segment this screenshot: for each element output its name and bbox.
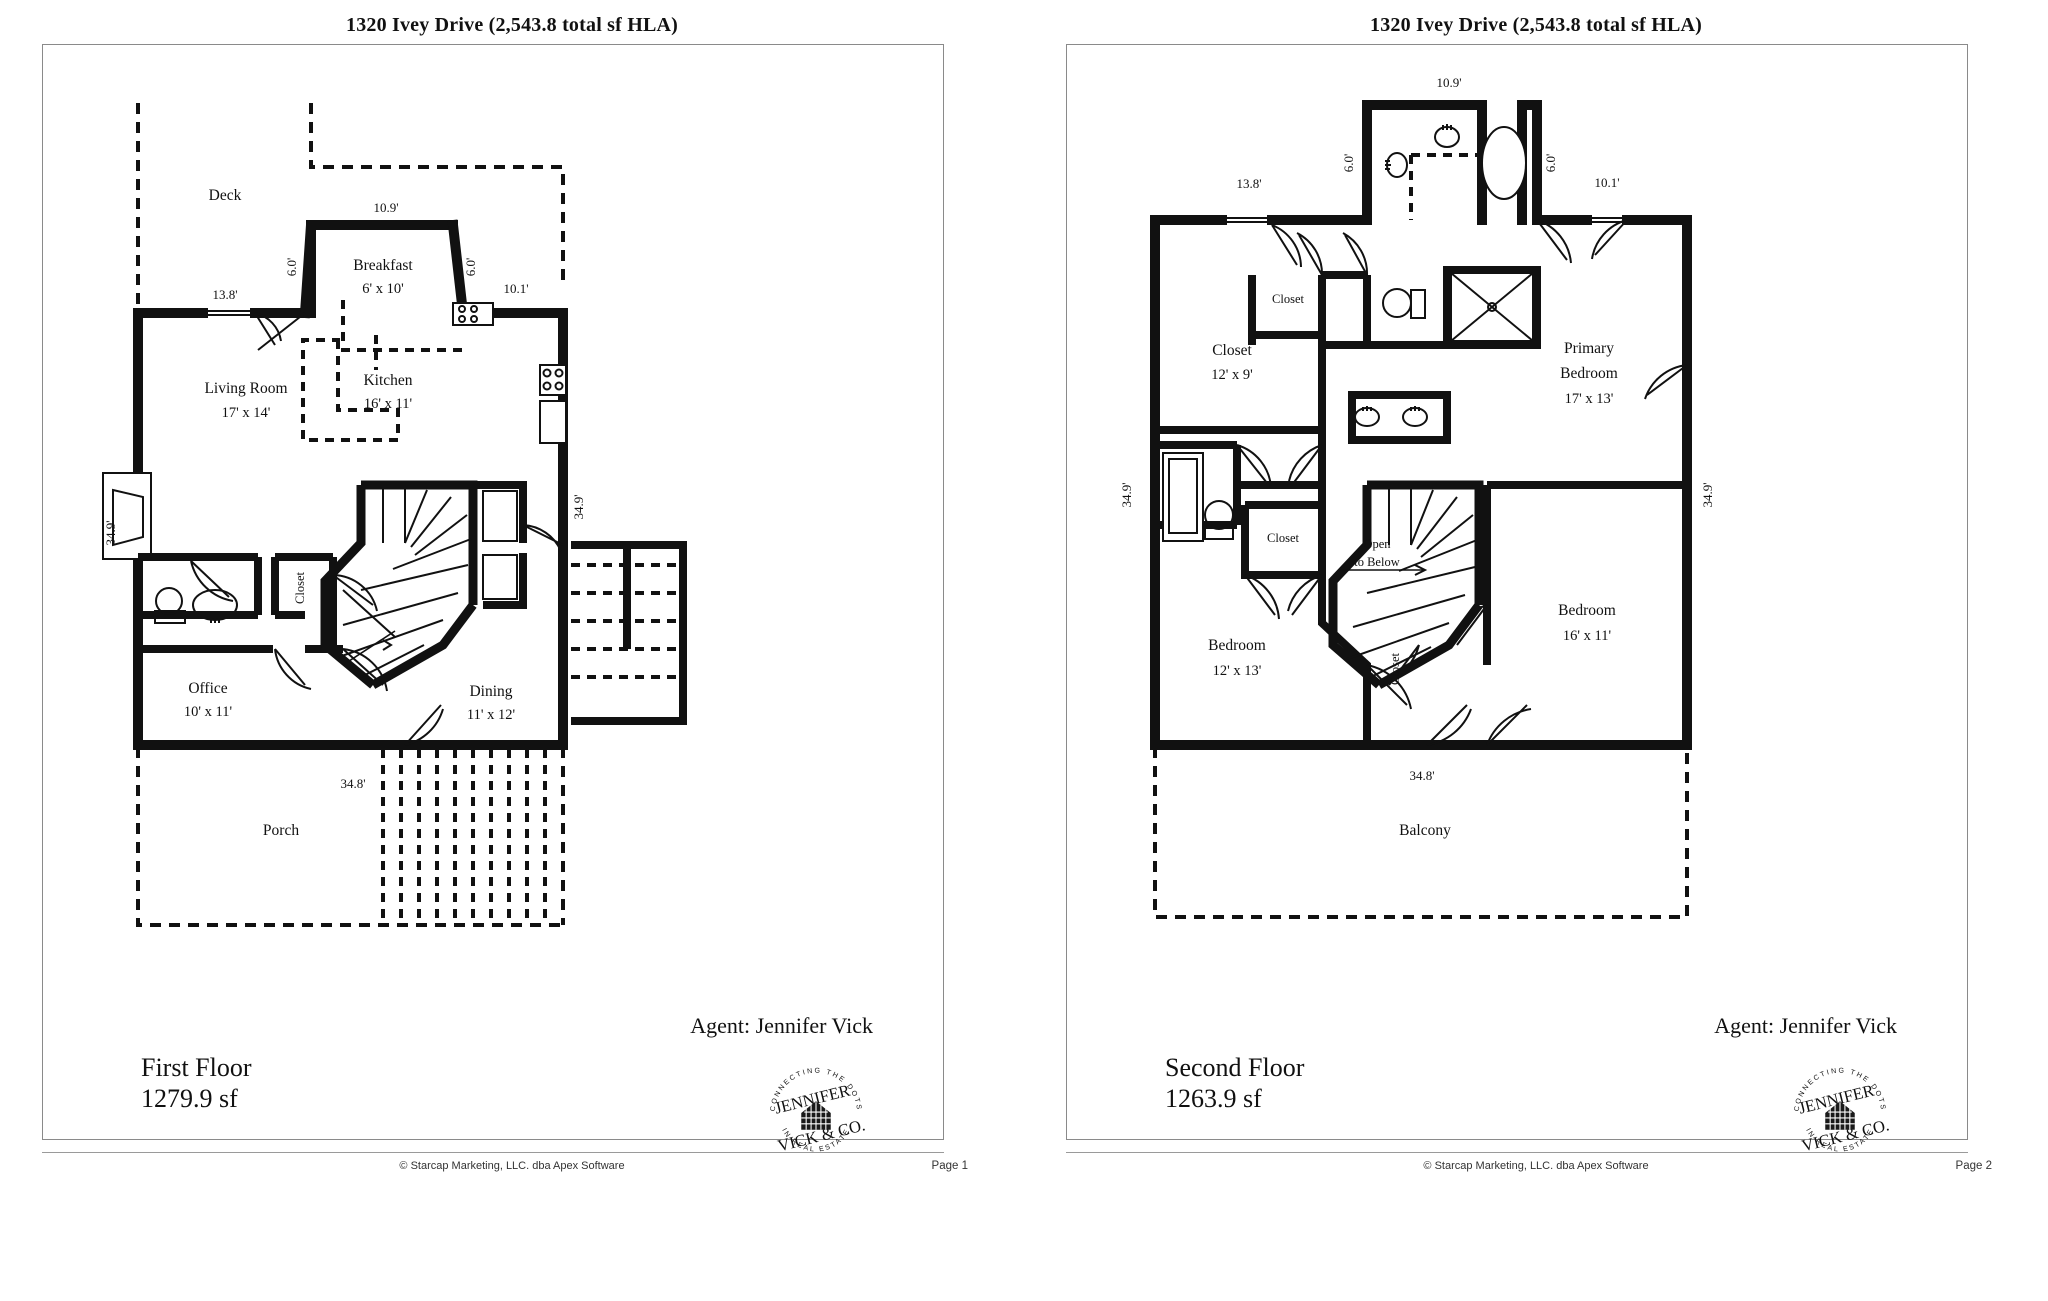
dim2-10-1: 10.1' (1594, 175, 1619, 190)
interior-walls-lower-left (138, 553, 343, 653)
room-label-kitchen: Kitchen (363, 372, 412, 389)
room-dims-primary: 17' x 13' (1565, 391, 1614, 407)
footer-divider-2 (1066, 1152, 1968, 1153)
agent-label: Agent: Jennifer Vick (690, 1013, 873, 1038)
room-label-closet-mid: Closet (1267, 531, 1299, 545)
room-dims-breakfast: 6' x 10' (362, 281, 403, 297)
staircase-symbol (320, 480, 478, 689)
room-label-office: Office (188, 680, 227, 697)
room-dims-closet-big: 12' x 9' (1211, 367, 1252, 383)
room-label-porch: Porch (263, 822, 299, 839)
room-label-breakfast: Breakfast (353, 257, 413, 274)
porch-decking (381, 749, 547, 925)
room-label-open-below-1: Open (1363, 537, 1391, 551)
kitchen-cabinets (301, 300, 463, 442)
room-dims-living-room: 17' x 14' (222, 405, 271, 421)
room-label-closet-top: Closet (1272, 292, 1304, 306)
floor-name-block-2: Second Floor 1263.9 sf (1165, 1053, 1304, 1114)
room-label-living-room: Living Room (204, 380, 287, 397)
plan-card-second-floor: Closet Closet 12' x 9' Closet Closet Pri… (1066, 44, 1969, 1155)
room-dims-bedroom-right: 16' x 11' (1563, 628, 1611, 644)
floor-name-block: First Floor 1279.9 sf (141, 1053, 252, 1114)
first-floor-drawing: Deck Breakfast 6' x 10' Living Room 17' … (43, 45, 945, 1141)
staircase-symbol-2 (1328, 480, 1484, 689)
dim2-left-6-0: 6.0' (1341, 154, 1356, 173)
room-label-primary-1: Primary (1564, 340, 1614, 357)
dim2-13-8: 13.8' (1236, 176, 1261, 191)
floor-area-text-2: 1263.9 sf (1165, 1083, 1262, 1113)
room-label-balcony: Balcony (1399, 822, 1451, 839)
room-label-closet: Closet (293, 572, 307, 604)
deck-outline (136, 103, 565, 313)
dim2-right-6-0: 6.0' (1543, 154, 1558, 173)
room-label-dining: Dining (469, 683, 512, 700)
balcony-outline (1153, 747, 1689, 919)
dimension-top-10-9: 10.9' (373, 200, 398, 215)
page-number-2: Page 2 (1955, 1160, 1992, 1172)
mid-bath-fixtures (1162, 272, 1534, 542)
dim2-left-34-9: 34.9' (1119, 482, 1134, 507)
room-dims-kitchen: 16' x 11' (364, 396, 412, 412)
dimension-right-6-0: 6.0' (463, 258, 478, 277)
room-label-primary-2: Bedroom (1560, 365, 1618, 382)
room-label-closet-stair: Closet (1388, 653, 1402, 685)
door-symbols (190, 312, 564, 746)
dimension-bottom-34-8: 34.8' (340, 776, 365, 791)
copyright-text: © Starcap Marketing, LLC. dba Apex Softw… (399, 1160, 625, 1172)
agent-label-2: Agent: Jennifer Vick (1714, 1013, 1897, 1038)
room-label-bedroom-left: Bedroom (1208, 637, 1266, 654)
porch-outline (136, 747, 565, 927)
copyright-text-2: © Starcap Marketing, LLC. dba Apex Softw… (1423, 1160, 1649, 1172)
brokerage-logo: CONNECTING THE DOTS IN REAL ESTATE JENNI… (757, 1055, 875, 1173)
room-label-open-below-2: to Below (1354, 555, 1399, 569)
dim2-bottom-34-8: 34.8' (1409, 768, 1434, 783)
floor-name-text-2: Second Floor (1165, 1053, 1305, 1082)
second-floor-drawing: Closet Closet 12' x 9' Closet Closet Pri… (1067, 45, 1969, 1141)
floor-area-text: 1279.9 sf (141, 1083, 238, 1113)
room-dims-dining: 11' x 12' (467, 707, 515, 723)
room-dims-office: 10' x 11' (184, 704, 232, 720)
kitchen-appliances (452, 302, 567, 444)
page-second-floor: 1320 Ivey Drive (2,543.8 total sf HLA) (1024, 0, 2048, 1301)
bath-fixtures (154, 587, 238, 624)
dimension-left-34-9: 34.9' (103, 520, 118, 545)
page-number: Page 1 (931, 1160, 968, 1172)
page-first-floor: 1320 Ivey Drive (2,543.8 total sf HLA) (42, 14, 968, 1172)
brokerage-logo-2: CONNECTING THE DOTS IN REAL ESTATE JENNI… (1781, 1055, 1899, 1173)
dimension-left-6-0: 6.0' (284, 258, 299, 277)
page-title-2: 1320 Ivey Drive (2,543.8 total sf HLA) (1370, 14, 1702, 36)
fireplace-symbol (102, 472, 152, 560)
dimension-10-1: 10.1' (503, 281, 528, 296)
room-label-closet-big: Closet (1212, 342, 1252, 359)
room-label-deck: Deck (209, 187, 242, 204)
door-symbols-2 (1236, 219, 1688, 746)
floor-name-text: First Floor (141, 1053, 252, 1082)
room-dims-bedroom-left: 12' x 13' (1213, 663, 1262, 679)
dim2-top-10-9: 10.9' (1436, 75, 1461, 90)
dimension-right-34-9: 34.9' (571, 494, 586, 519)
closet-fixture (482, 490, 518, 600)
dimension-13-8: 13.8' (212, 287, 237, 302)
window-symbols-2 (1152, 217, 1690, 748)
footer-divider (42, 1152, 944, 1153)
room-label-bedroom-right: Bedroom (1558, 602, 1616, 619)
page-title: 1320 Ivey Drive (2,543.8 total sf HLA) (346, 14, 678, 36)
plan-card-first-floor: Deck Breakfast 6' x 10' Living Room 17' … (42, 44, 945, 1155)
top-bath-fixtures (1385, 124, 1527, 200)
dim2-right-34-9: 34.9' (1700, 482, 1715, 507)
